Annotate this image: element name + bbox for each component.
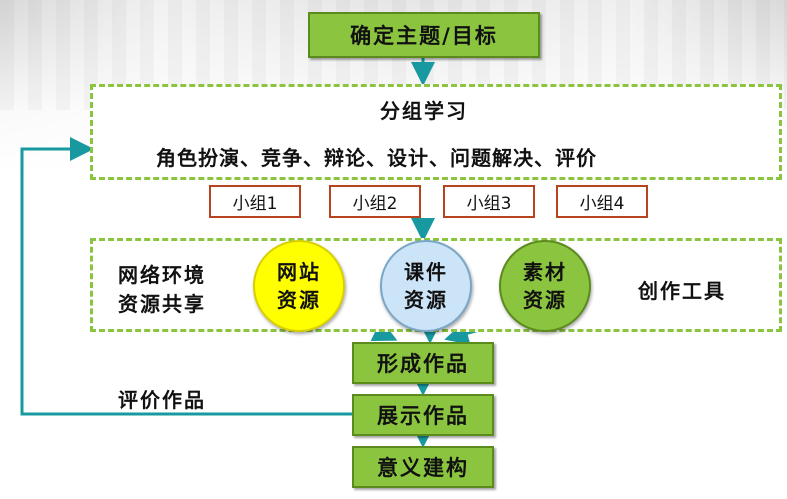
step-label: 意义建构 [377, 456, 469, 480]
step-label: 展示作品 [377, 404, 469, 428]
resource-label: 课件 [404, 260, 448, 284]
group-label: 小组3 [466, 194, 512, 214]
goal-box: 确定主题/目标 [308, 12, 540, 58]
group-learning-title: 分组学习 [380, 99, 468, 123]
goal-label: 确定主题/目标 [350, 24, 498, 48]
group-label: 小组1 [232, 194, 278, 214]
group-box-2: 小组2 [329, 185, 421, 218]
show-work-box: 展示作品 [352, 394, 494, 436]
group-box-1: 小组1 [209, 185, 301, 218]
resource-label: 素材 [523, 260, 567, 284]
material-resource-circle: 素材 资源 [499, 240, 591, 332]
tools-label: 创作工具 [638, 279, 726, 303]
step-label: 形成作品 [377, 352, 469, 376]
group-box-3: 小组3 [443, 185, 535, 218]
resource-label: 资源 [523, 288, 567, 312]
courseware-resource-circle: 课件 资源 [380, 240, 472, 332]
group-label: 小组2 [352, 194, 398, 214]
group-learning-box [90, 84, 782, 180]
feedback-label: 评价作品 [118, 388, 206, 412]
form-work-box: 形成作品 [352, 342, 494, 384]
group-learning-activities: 角色扮演、竞争、辩论、设计、问题解决、评价 [156, 146, 597, 170]
meaning-construction-box: 意义建构 [352, 446, 494, 488]
resource-label: 资源 [404, 288, 448, 312]
network-label-line2: 资源共享 [118, 292, 206, 316]
group-label: 小组4 [579, 194, 625, 214]
resource-label: 资源 [277, 288, 321, 312]
web-resource-circle: 网站 资源 [253, 240, 345, 332]
group-box-4: 小组4 [556, 185, 648, 218]
resource-label: 网站 [277, 260, 321, 284]
network-label-line1: 网络环境 [118, 263, 206, 287]
